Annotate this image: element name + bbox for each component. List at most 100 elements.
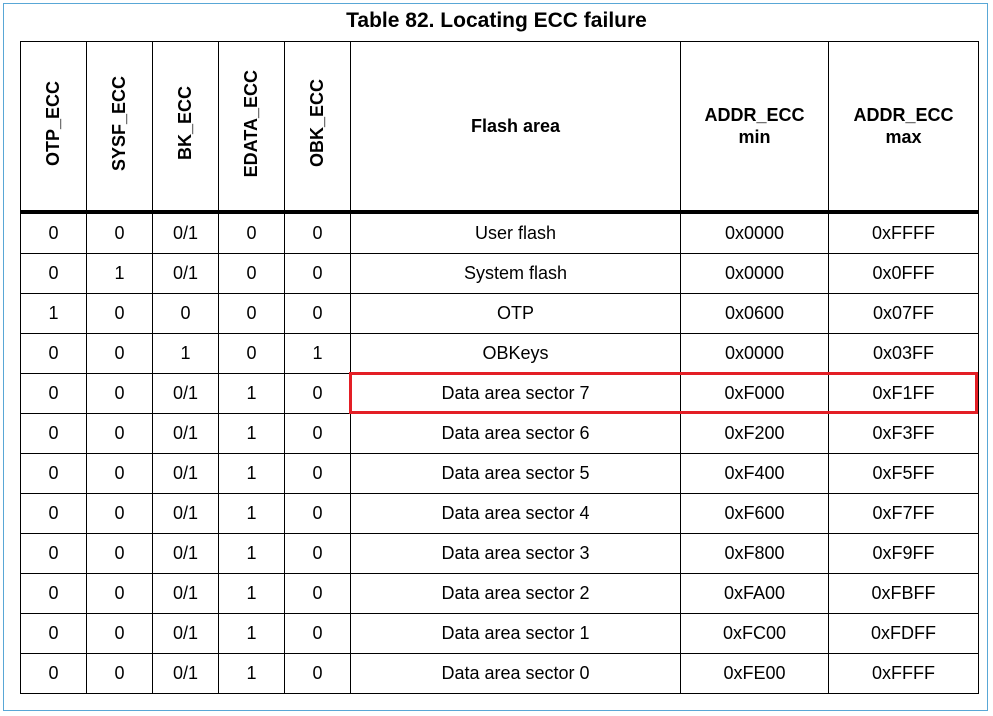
addr-min-cell: 0xFA00	[680, 572, 829, 614]
sysf-ecc-cell: 0	[86, 452, 153, 494]
otp-ecc-cell: 0	[20, 372, 87, 414]
header-label: EDATA_ECC	[241, 69, 261, 177]
bk-ecc-cell: 0/1	[152, 452, 219, 494]
addr-min-cell: 0x0000	[680, 211, 829, 254]
sysf-ecc-cell: 0	[86, 572, 153, 614]
flash-area-cell: OBKeys	[350, 332, 681, 374]
header-label: BK_ECC	[175, 86, 195, 161]
addr-min-cell: 0xFC00	[680, 612, 829, 654]
table-caption: Table 82. Locating ECC failure	[346, 9, 647, 32]
obk-ecc-cell: 0	[284, 452, 351, 494]
bk-ecc-cell: 0/1	[152, 612, 219, 654]
obk-ecc-cell: 0	[284, 372, 351, 414]
otp-ecc-cell: 1	[20, 292, 87, 334]
sysf-ecc-cell: 0	[86, 492, 153, 534]
otp-ecc-cell: 0	[20, 332, 87, 374]
addr-max-cell: 0x0FFF	[828, 252, 979, 294]
obk-ecc-cell: 0	[284, 652, 351, 694]
addr-min-cell: 0xF800	[680, 532, 829, 574]
edata-ecc-cell: 0	[218, 332, 285, 374]
sysf-ecc-cell: 0	[86, 412, 153, 454]
addr-min-cell: 0xF200	[680, 412, 829, 454]
header-label: ADDR_ECC min	[704, 104, 805, 147]
flash-area-cell: Data area sector 2	[350, 572, 681, 614]
bk-ecc-cell: 0/1	[152, 252, 219, 294]
addr-max-cell: 0xF5FF	[828, 452, 979, 494]
flash-area-cell: Data area sector 4	[350, 492, 681, 534]
bk-ecc-cell: 0/1	[152, 372, 219, 414]
obk-ecc-cell: 0	[284, 532, 351, 574]
edata-ecc-cell: 1	[218, 572, 285, 614]
addr-min-cell: 0x0000	[680, 252, 829, 294]
flash-area-cell: Data area sector 1	[350, 612, 681, 654]
addr-max-cell: 0xF3FF	[828, 412, 979, 454]
sysf-ecc-cell: 0	[86, 211, 153, 254]
bk-ecc-cell: 1	[152, 332, 219, 374]
bk-ecc-cell: 0/1	[152, 492, 219, 534]
edata-ecc-cell: 0	[218, 292, 285, 334]
addr-min-cell: 0xF000	[680, 372, 829, 414]
obk-ecc-cell: 0	[284, 211, 351, 254]
obk-ecc-cell: 0	[284, 572, 351, 614]
header-addr-ecc-max: ADDR_ECC max	[828, 41, 979, 214]
obk-ecc-cell: 0	[284, 292, 351, 334]
sysf-ecc-cell: 0	[86, 532, 153, 574]
flash-area-cell: Data area sector 5	[350, 452, 681, 494]
sysf-ecc-cell: 0	[86, 332, 153, 374]
document-frame	[3, 3, 988, 711]
addr-max-cell: 0xFBFF	[828, 572, 979, 614]
flash-area-cell: Data area sector 3	[350, 532, 681, 574]
header-addr-ecc-min: ADDR_ECC min	[680, 41, 829, 214]
addr-max-cell: 0x07FF	[828, 292, 979, 334]
ecc-table: OTP_ECC SYSF_ECC BK_ECC EDATA_ECC OBK_EC…	[20, 41, 979, 694]
bk-ecc-cell: 0/1	[152, 211, 219, 254]
header-obk-ecc: OBK_ECC	[284, 41, 351, 214]
addr-min-cell: 0xF400	[680, 452, 829, 494]
otp-ecc-cell: 0	[20, 492, 87, 534]
header-sysf-ecc: SYSF_ECC	[86, 41, 153, 214]
flash-area-cell: User flash	[350, 211, 681, 254]
addr-min-cell: 0x0000	[680, 332, 829, 374]
edata-ecc-cell: 0	[218, 211, 285, 254]
edata-ecc-cell: 1	[218, 652, 285, 694]
edata-ecc-cell: 1	[218, 372, 285, 414]
sysf-ecc-cell: 0	[86, 292, 153, 334]
edata-ecc-cell: 0	[218, 252, 285, 294]
addr-max-cell: 0xFDFF	[828, 612, 979, 654]
otp-ecc-cell: 0	[20, 452, 87, 494]
sysf-ecc-cell: 0	[86, 612, 153, 654]
sysf-ecc-cell: 0	[86, 652, 153, 694]
otp-ecc-cell: 0	[20, 612, 87, 654]
edata-ecc-cell: 1	[218, 412, 285, 454]
addr-max-cell: 0xF7FF	[828, 492, 979, 534]
edata-ecc-cell: 1	[218, 532, 285, 574]
obk-ecc-cell: 1	[284, 332, 351, 374]
otp-ecc-cell: 0	[20, 211, 87, 254]
bk-ecc-cell: 0	[152, 292, 219, 334]
bk-ecc-cell: 0/1	[152, 572, 219, 614]
obk-ecc-cell: 0	[284, 492, 351, 534]
otp-ecc-cell: 0	[20, 652, 87, 694]
header-label: ADDR_ECC max	[853, 104, 954, 147]
bk-ecc-cell: 0/1	[152, 412, 219, 454]
addr-max-cell: 0xF1FF	[828, 372, 979, 414]
otp-ecc-cell: 0	[20, 252, 87, 294]
header-row: OTP_ECC SYSF_ECC BK_ECC EDATA_ECC OBK_EC…	[20, 41, 979, 214]
flash-area-cell: Data area sector 6	[350, 412, 681, 454]
header-edata-ecc: EDATA_ECC	[218, 41, 285, 214]
header-bk-ecc: BK_ECC	[152, 41, 219, 214]
flash-area-cell: System flash	[350, 252, 681, 294]
otp-ecc-cell: 0	[20, 532, 87, 574]
flash-area-cell: Data area sector 0	[350, 652, 681, 694]
edata-ecc-cell: 1	[218, 612, 285, 654]
obk-ecc-cell: 0	[284, 612, 351, 654]
otp-ecc-cell: 0	[20, 572, 87, 614]
sysf-ecc-cell: 0	[86, 372, 153, 414]
header-otp-ecc: OTP_ECC	[20, 41, 87, 214]
